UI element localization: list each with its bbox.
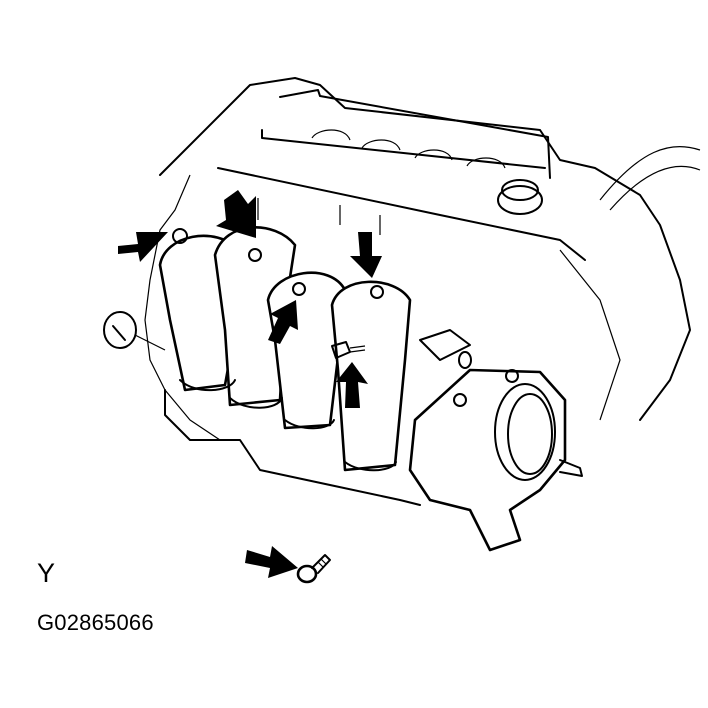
lower-bracket-bolt (296, 554, 331, 584)
right-side-hoses (559, 145, 701, 421)
engine-cylinder-head (144, 77, 691, 441)
intake-manifold (158, 226, 421, 506)
manifold-stud-bolt (331, 341, 366, 359)
arrow-lower-bolt-icon (245, 546, 298, 578)
dipstick-handle (103, 311, 166, 351)
view-label: Y (37, 558, 56, 588)
callout-arrows (118, 190, 382, 578)
arrow-bolt-2-icon (216, 190, 256, 238)
arrow-bolt-3-icon (268, 300, 298, 344)
figure-id: G02865066 (37, 610, 154, 635)
throttle-body (408, 329, 583, 552)
arrow-stud-bolt-icon (336, 362, 368, 408)
arrow-bolt-4-icon (350, 232, 382, 278)
oil-filler-cap (497, 179, 543, 215)
arrow-bolt-1-icon (118, 232, 168, 262)
